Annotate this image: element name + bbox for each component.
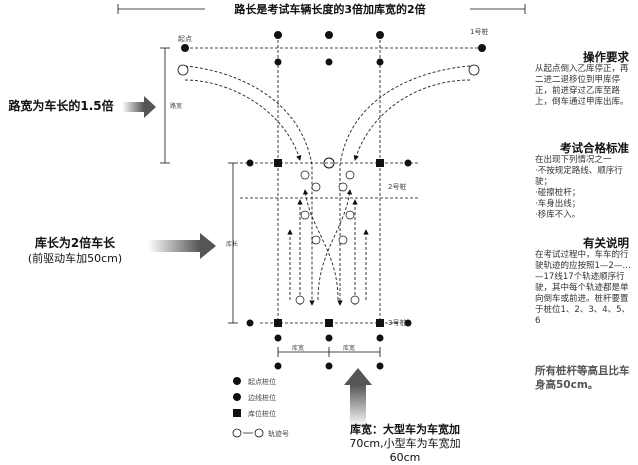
road-width-tag: 路宽 xyxy=(170,102,182,110)
garage-width-tag-b: 库宽 xyxy=(343,344,355,352)
operation-heading: 操作要求 xyxy=(583,50,629,64)
criteria-heading: 考试合格标准 xyxy=(560,141,629,155)
garage-width-note: 70cm,小型车为车宽加60cm xyxy=(349,437,461,464)
operation-body: 从起点倒入乙库停正，再二进二退移位到甲库停正，前进穿过乙库至路上，倒车通过甲库出… xyxy=(535,64,629,107)
pole-markers xyxy=(181,31,486,370)
criteria-item: 在出现下列情况之一 xyxy=(535,155,612,165)
garage-length-note: (前驱动车加50cm) xyxy=(27,252,123,265)
garage-width-dimension xyxy=(277,347,381,357)
notes-heading: 有关说明 xyxy=(583,236,629,250)
road-edges xyxy=(185,35,482,324)
legend-symbols xyxy=(232,377,264,438)
operation-section: 操作要求 从起点倒入乙库停正，再二进二退移位到甲库停正，前进穿过乙库至路上，倒车… xyxy=(535,50,635,108)
road-width-arrow xyxy=(122,96,156,118)
pole-height-note: 所有桩杆等高且比车身高50cm。 xyxy=(535,365,630,391)
criteria-section: 考试合格标准 在出现下列情况之一 ·不按规定路线、顺序行驶； ·碰擦桩杆； ·车… xyxy=(535,141,635,221)
road-width-label: 路宽为车长的1.5倍 xyxy=(8,99,114,113)
notes-section: 有关说明 在考试过程中，车车的行驶轨迹的应按照1—2—…—17线17个轨迹顺序行… xyxy=(535,236,635,327)
trajectories xyxy=(184,65,471,306)
diagram-title: 路长是考试车辆长度的3倍加库宽的2倍 xyxy=(234,3,426,16)
pole-label-3: 3号桩 xyxy=(388,319,407,327)
criteria-item: ·不按规定路线、顺序行驶； xyxy=(535,166,623,187)
criteria-item: ·移库不入。 xyxy=(535,210,581,220)
garage-length-arrow xyxy=(148,233,216,259)
legend-start-pole: 起点桩位 xyxy=(248,378,276,386)
pole-label-2: 2号桩 xyxy=(388,183,407,191)
garage-width-label: 库宽：大型车为车宽加 xyxy=(350,423,460,436)
notes-body: 在考试过程中，车车的行驶轨迹的应按照1—2—…—17线17个轨迹顺序行驶，其中每… xyxy=(535,250,631,326)
garage-length-tag: 库长 xyxy=(226,240,238,248)
road-length-dimension xyxy=(117,4,526,14)
garage-length-dimension xyxy=(228,162,238,324)
track-number-circles xyxy=(177,64,480,305)
garage-width-arrow xyxy=(344,368,372,427)
criteria-item: ·车身出线； xyxy=(535,199,581,209)
garage-length-label: 库长为2倍车长 xyxy=(34,236,116,250)
garage-width-tag-a: 库宽 xyxy=(292,344,304,352)
criteria-item: ·碰擦桩杆； xyxy=(535,188,581,198)
legend-edge-pole: 边线桩位 xyxy=(248,394,276,402)
legend-garage-pole: 库位桩位 xyxy=(248,410,276,418)
start-label: 起点 xyxy=(178,35,192,43)
legend-track-number: 轨迹号 xyxy=(268,430,289,438)
road-width-dimension xyxy=(160,47,170,164)
pole-label-1: 1号桩 xyxy=(470,28,489,36)
